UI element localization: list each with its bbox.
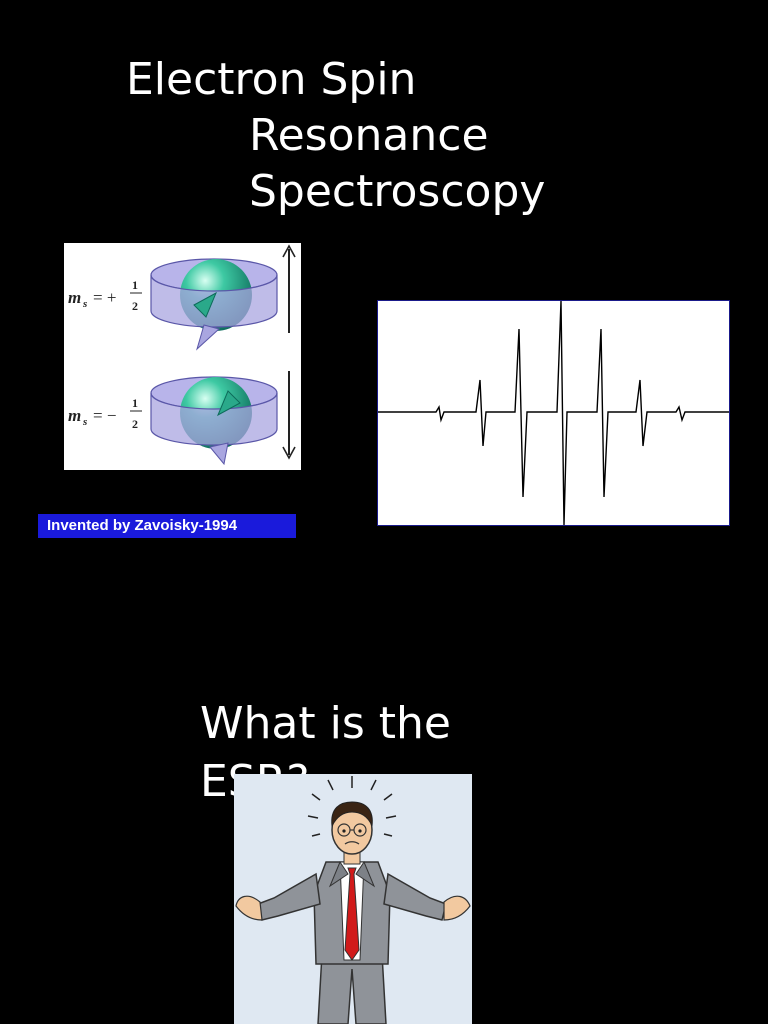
- confusion-lines-icon: [307, 776, 397, 837]
- up-arrow-icon: [282, 244, 296, 333]
- confused-man-clipart: [234, 774, 472, 1024]
- svg-text:2: 2: [132, 299, 138, 313]
- svg-text:2: 2: [132, 417, 138, 431]
- invention-caption: Invented by Zavoisky-1994: [38, 514, 296, 538]
- svg-text:s: s: [82, 416, 87, 428]
- lower-spin-label: m s = − 1 2: [68, 396, 142, 431]
- spin-up-electron: [150, 258, 278, 351]
- svg-text:1: 1: [132, 396, 138, 410]
- spin-down-electron: [150, 376, 278, 466]
- svg-text:= +: = +: [93, 288, 116, 307]
- title-line-2: Resonance: [249, 110, 489, 161]
- down-arrow-icon: [282, 371, 296, 460]
- esr-spectrum-figure: [377, 300, 730, 526]
- svg-text:m: m: [68, 288, 81, 307]
- svg-text:= −: = −: [93, 406, 116, 425]
- question-line-1: What is the: [200, 698, 451, 749]
- title-line-3: Spectroscopy: [249, 166, 546, 217]
- necktie-icon: [344, 867, 360, 961]
- svg-text:m: m: [68, 406, 81, 425]
- svg-text:1: 1: [132, 278, 138, 292]
- upper-spin-label: m s = + 1 2: [68, 278, 142, 313]
- svg-text:s: s: [82, 298, 87, 310]
- title-line-1: Electron Spin: [126, 54, 417, 105]
- esr-spectrum-trace: [378, 301, 729, 525]
- spin-states-diagram: m s = + 1 2 m s = − 1 2: [64, 243, 301, 470]
